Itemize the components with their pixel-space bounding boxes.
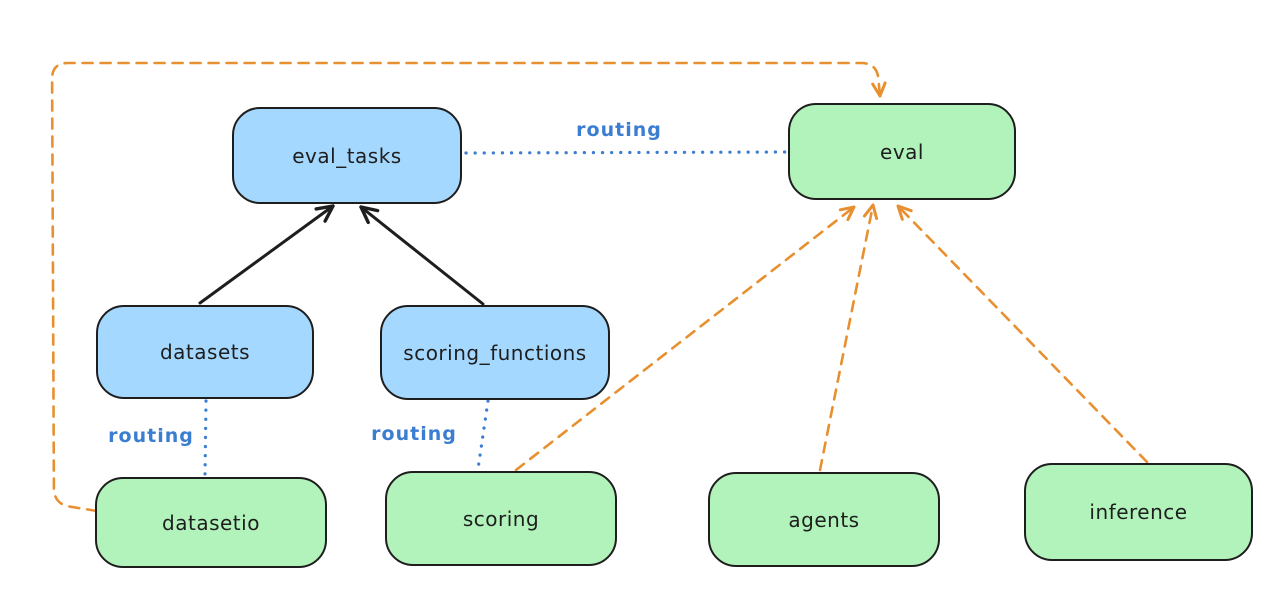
node-label: eval	[880, 139, 924, 164]
node-inference: inference	[1024, 463, 1253, 561]
edge-label-routing-left: routing	[108, 425, 194, 447]
arrowhead-scoring-to-eval	[838, 205, 856, 222]
node-label: datasetio	[162, 510, 260, 535]
node-scoring-functions: scoring_functions	[380, 305, 610, 400]
node-label: scoring_functions	[403, 340, 587, 365]
node-label: scoring	[462, 506, 540, 531]
arrowhead-datasets-to-eval-tasks	[314, 204, 335, 223]
edge-inference-to-eval	[896, 204, 1149, 464]
edge-label-routing-top: routing	[576, 119, 662, 141]
arrowhead-datasetio-to-eval	[871, 81, 887, 98]
node-datasets: datasets	[96, 305, 314, 399]
node-eval: eval	[788, 103, 1016, 200]
edge-label-routing-mid: routing	[371, 423, 457, 445]
edge-datasets-to-datasetio-routing	[203, 399, 208, 478]
node-label: datasets	[159, 340, 251, 364]
node-agents: agents	[708, 472, 940, 567]
node-label: agents	[788, 507, 860, 532]
edge-scoring-to-eval	[514, 205, 856, 472]
edge-datasets-to-eval-tasks	[198, 204, 335, 305]
arrowhead-agents-to-eval	[862, 203, 879, 220]
node-label: inference	[1089, 500, 1188, 524]
edge-agents-to-eval	[818, 203, 875, 472]
edge-eval-tasks-to-eval-routing	[464, 150, 788, 155]
node-eval-tasks: eval_tasks	[232, 107, 462, 204]
edge-scoring-functions-to-eval-tasks	[359, 205, 485, 306]
node-datasetio: datasetio	[95, 477, 327, 568]
node-label: eval_tasks	[292, 143, 402, 168]
arrowhead-scoring-functions-to-eval-tasks	[359, 205, 380, 225]
node-scoring: scoring	[385, 471, 617, 566]
edge-scoring-functions-to-scoring-routing	[476, 399, 490, 471]
arrowhead-inference-to-eval	[896, 204, 913, 221]
edge-datasetio-to-eval	[50, 61, 882, 513]
